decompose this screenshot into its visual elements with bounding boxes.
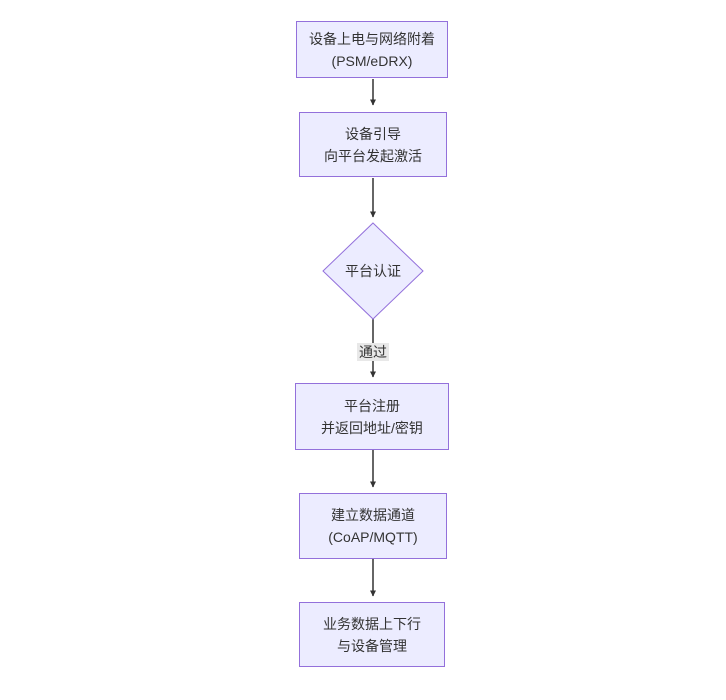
node-line: (CoAP/MQTT) [328,529,418,545]
edge-label-pass: 通过 [357,343,389,361]
node-line: 平台注册 [344,397,400,414]
node-power-network-attach: 设备上电与网络附着 (PSM/eDRX) [296,21,448,78]
node-data-channel: 建立数据通道 (CoAP/MQTT) [299,493,447,559]
node-business-data: 业务数据上下行 与设备管理 [299,602,445,667]
node-line: 并返回地址/密钥 [321,419,423,436]
node-platform-auth-label: 平台认证 [345,263,401,279]
node-line: 与设备管理 [337,637,407,654]
node-line: (PSM/eDRX) [331,52,413,69]
node-line: 业务数据上下行 [323,615,421,632]
node-line: 建立数据通道 [331,507,415,523]
node-line: 设备上电与网络附着 [309,30,435,47]
node-device-bootstrap: 设备引导 向平台发起激活 [299,112,447,177]
node-line: 设备引导 [345,125,401,142]
node-platform-register: 平台注册 并返回地址/密钥 [295,383,449,450]
node-platform-auth-shape [322,222,424,320]
node-line: 向平台发起激活 [324,147,422,164]
